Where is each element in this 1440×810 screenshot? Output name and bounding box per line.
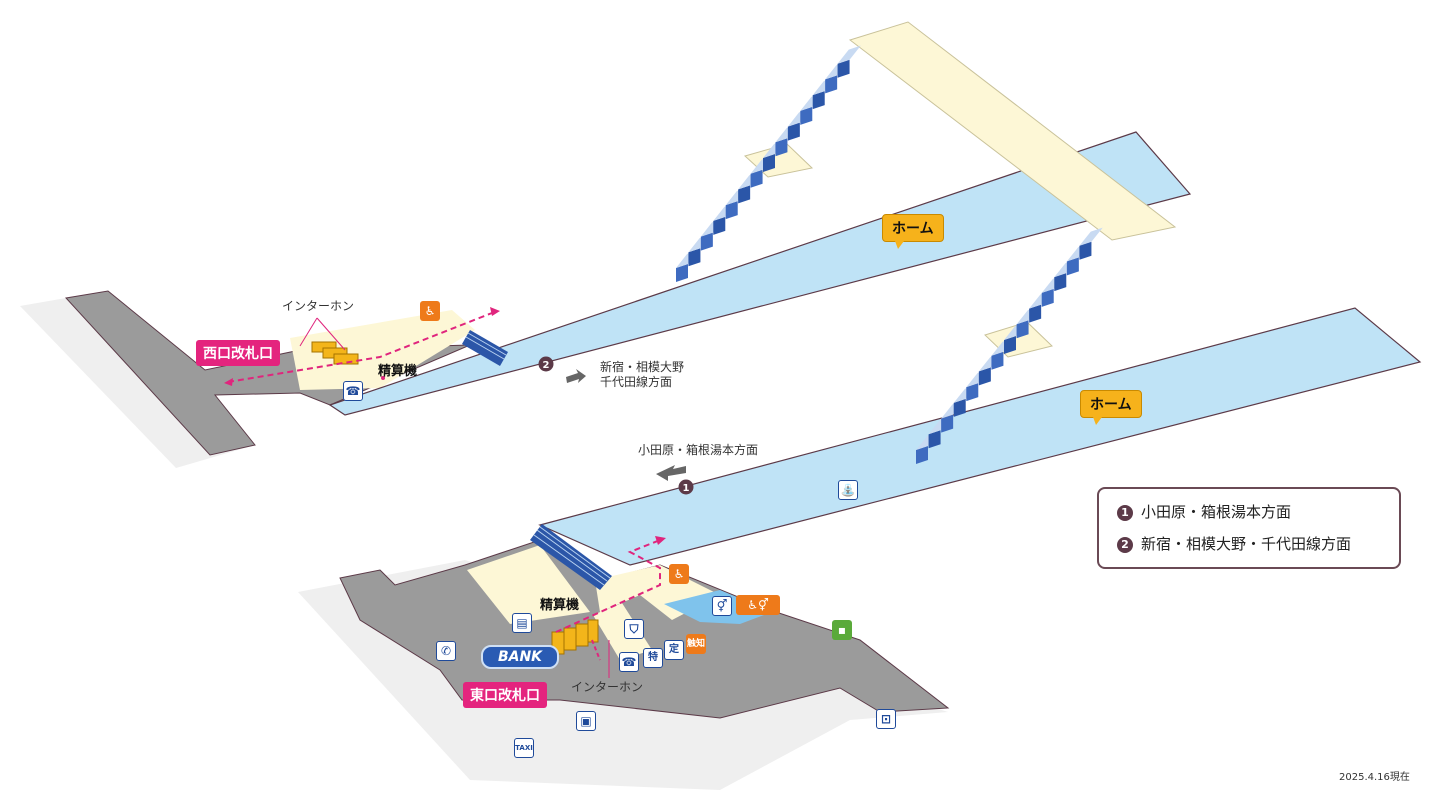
station-office-icon-west: ☎ [343,381,363,401]
legend-num-1: 1 [1117,505,1133,521]
legend-text-1: 小田原・箱根湯本方面 [1141,503,1292,521]
marker-1 [678,479,694,495]
platform-label-upper: ホーム [882,214,944,249]
stair-step [1016,320,1029,339]
wheelchair-icon-west: ♿ [420,301,440,321]
stair-step [978,367,991,386]
wheelchair-icon-east: ♿ [669,564,689,584]
legend-text-2: 新宿・相模大野・千代田線方面 [1141,535,1352,553]
police-icon: ⛉ [624,619,644,639]
direction-legend: 1 小田原・箱根湯本方面 2 新宿・相模大野・千代田線方面 [1097,487,1401,569]
stair-step [787,122,800,141]
stair-step [1054,273,1067,292]
station-office-icon-east: ☎ [619,652,639,672]
intercom-label-west: インターホン [282,299,355,313]
restroom-icon: ⚥ [712,596,732,616]
staircase-lower [916,227,1103,464]
stair-step [837,59,850,78]
phone-icon: ✆ [436,641,456,661]
stair-step [750,169,763,188]
stair-step [1066,257,1079,276]
bus-icon: ▣ [576,711,596,731]
legend-row-2: 2 新宿・相模大野・千代田線方面 [1117,533,1351,554]
locker-icon: ⊡ [876,709,896,729]
east-gate-area [593,603,652,660]
map-date: 2025.4.16現在 [1339,772,1410,783]
route-west [227,312,493,383]
platform-lower [538,307,1422,566]
ticket-machine-icon: ▤ [512,613,532,633]
water-fountain-icon: ⛲ [838,480,858,500]
direction2-line2: 千代田線方面 [600,375,673,389]
stair-step [763,154,775,172]
stair-step [825,75,838,94]
marker-2-label: 2 [543,360,550,371]
stair-step [800,106,813,125]
stair-step [676,264,688,282]
legend-num-2: 2 [1117,537,1133,553]
fare-machine-label-east: 精算機 [540,598,580,613]
stair-step [1041,288,1054,307]
stair-step [688,248,701,267]
stairs-west [462,330,508,366]
stair-step [928,430,941,449]
stair-step [725,201,738,220]
stair-step [713,216,726,235]
stair-tread [837,45,861,64]
regular-ticket-icon: 定 [664,640,684,660]
staircase-upper [676,45,861,282]
fare-machine-label-west: 精算機 [378,364,418,379]
west-fare-area [290,310,475,390]
direction2-line1: 新宿・相模大野 [600,360,685,374]
arrow-direction2 [566,369,586,383]
stair-step [1079,241,1092,260]
stair-step [916,446,928,464]
stair-step [775,138,788,157]
arrow-direction1 [656,465,686,481]
stairs-east [530,524,612,590]
platform-label-lower: ホーム [1080,390,1142,425]
ticket-gates-west [311,341,359,365]
green-facility-icon: ▪ [832,620,852,640]
stair-step [738,185,751,204]
east-gate-label: 東口改札口 [463,682,547,708]
route-east [555,539,661,633]
legend-row-1: 1 小田原・箱根湯本方面 [1117,501,1291,522]
marker-2 [538,356,554,372]
bridge-walkway [848,21,1177,241]
east-fare-area [467,545,590,624]
stair-step [966,383,979,402]
bank-atm-icon: BANK [481,645,559,669]
stair-step [953,398,966,417]
intercom-label-east: インターホン [571,680,644,694]
special-ticket-icon: 特 [643,648,663,668]
stair-step [812,91,825,110]
stair-step [1029,304,1042,323]
platform-upper [328,131,1192,416]
taxi-icon: TAXI [514,738,534,758]
stair-step [991,351,1004,370]
stair-step [941,414,954,433]
accessible-restroom-icon: ♿⚥ [736,595,780,615]
stair-step [700,232,713,251]
marker-1-label: 1 [683,483,690,494]
tactile-map-icon: 触知 [686,634,706,654]
stair-step [1004,336,1016,354]
direction1-label: 小田原・箱根湯本方面 [638,443,759,457]
west-gate-label: 西口改札口 [196,340,280,366]
stair-tread [1079,227,1103,246]
